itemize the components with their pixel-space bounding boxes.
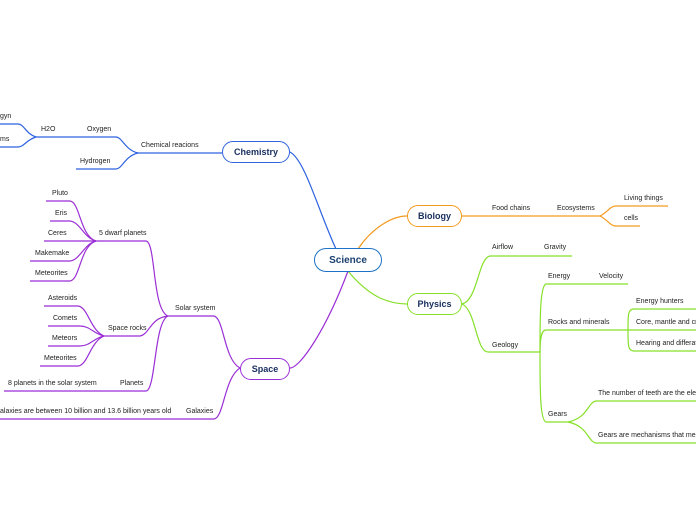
topic-physics-label: Physics xyxy=(417,299,452,309)
connector-physics-airflow xyxy=(461,255,516,305)
connector-spacerocks-meteorites xyxy=(40,335,105,367)
node-galaxies-age[interactable]: alaxies are between 10 billion and 13.6 … xyxy=(0,408,172,415)
connector-h2o-cut-top xyxy=(0,123,37,138)
node-planets[interactable]: Planets xyxy=(120,380,144,387)
central-topic[interactable]: Science xyxy=(314,248,382,272)
topic-space[interactable]: Space xyxy=(240,358,290,380)
node-airflow[interactable]: Airflow xyxy=(492,244,514,251)
node-gears-teeth[interactable]: The number of teeth are the elemen xyxy=(598,390,696,397)
node-meteors[interactable]: Meteors xyxy=(52,335,78,342)
connector-reactions-hydrogen xyxy=(76,152,139,170)
node-gears-mesh[interactable]: Gears are mechanisms that mesh t xyxy=(598,432,696,439)
connector-geology-rocks xyxy=(539,329,628,353)
connector-rocks-energyhunters xyxy=(627,308,696,331)
node-eris[interactable]: Eris xyxy=(55,210,68,217)
connector-science-space xyxy=(289,270,349,369)
node-comets[interactable]: Comets xyxy=(53,315,78,322)
connector-solar-dwarf xyxy=(96,240,169,317)
node-chemical-reactions[interactable]: Chemical reacions xyxy=(141,142,199,149)
connector-physics-geology xyxy=(461,303,540,353)
connector-ecosystems-cells xyxy=(599,215,640,227)
node-cut-bottom[interactable]: ms xyxy=(0,136,10,143)
topic-chemistry[interactable]: Chemistry xyxy=(222,141,290,163)
node-h2o[interactable]: H2O xyxy=(41,126,56,133)
node-ecosystems[interactable]: Ecosystems xyxy=(557,205,595,212)
connector-spacerocks-meteors xyxy=(48,335,105,347)
connector-reactions-oxygen xyxy=(80,136,139,154)
central-topic-label: Science xyxy=(329,254,367,266)
node-space-rocks[interactable]: Space rocks xyxy=(108,325,147,332)
node-energy[interactable]: Energy xyxy=(548,273,571,280)
connector-geology-gears xyxy=(539,351,568,423)
node-cells[interactable]: cells xyxy=(624,215,639,222)
node-meteorites-1[interactable]: Meteorites xyxy=(35,270,68,277)
connector-h2o-cut-bottom xyxy=(0,136,37,148)
node-gears[interactable]: Gears xyxy=(548,411,568,418)
connector-space-solar xyxy=(168,315,241,369)
connector-rocks-hearing xyxy=(627,329,696,352)
node-cut-top[interactable]: gyn xyxy=(0,113,12,120)
node-velocity[interactable]: Velocity xyxy=(599,273,624,280)
connector-dwarf-eris xyxy=(50,220,97,242)
node-core-mantle[interactable]: Core, mantle and crus xyxy=(636,319,696,326)
topic-biology[interactable]: Biology xyxy=(407,205,462,227)
connector-ecosystems-living xyxy=(599,205,668,217)
node-solar-system[interactable]: Solar system xyxy=(175,305,216,312)
node-pluto[interactable]: Pluto xyxy=(52,190,68,197)
connector-gears-teeth xyxy=(567,400,696,423)
connector-spacerocks-comets xyxy=(48,325,105,337)
node-asteroids[interactable]: Asteroids xyxy=(48,295,78,302)
connector-space-galaxies xyxy=(160,367,241,420)
node-geology[interactable]: Geology xyxy=(492,342,519,349)
connector-science-physics xyxy=(347,270,408,305)
connector-solar-planets xyxy=(112,315,169,392)
connector-dwarf-meteorites xyxy=(30,240,97,282)
topic-chemistry-label: Chemistry xyxy=(233,147,278,157)
node-hydrogen[interactable]: Hydrogen xyxy=(80,158,111,165)
topic-biology-label: Biology xyxy=(418,211,451,221)
node-ceres[interactable]: Ceres xyxy=(48,230,67,237)
topic-space-label: Space xyxy=(251,364,279,374)
node-dwarf-planets[interactable]: 5 dwarf planets xyxy=(99,230,147,237)
node-gravity[interactable]: Gravity xyxy=(544,244,567,251)
node-oxygen[interactable]: Oxygen xyxy=(87,126,112,133)
node-galaxies[interactable]: Galaxies xyxy=(186,408,214,415)
connector-spacerocks-asteroids xyxy=(44,305,105,337)
node-eight-planets[interactable]: 8 planets in the solar system xyxy=(8,380,97,387)
node-food-chains[interactable]: Food chains xyxy=(492,205,531,212)
connector-science-chemistry xyxy=(289,151,337,250)
node-energy-hunters[interactable]: Energy hunters xyxy=(636,298,684,305)
connector-gears-mesh xyxy=(567,421,696,444)
node-makemake[interactable]: Makemake xyxy=(35,250,70,257)
node-rocks-minerals[interactable]: Rocks and minerals xyxy=(548,319,610,326)
node-hearing[interactable]: Hearing and differatio xyxy=(636,340,696,347)
connector-solar-spacerocks xyxy=(104,315,169,337)
topic-physics[interactable]: Physics xyxy=(407,293,462,315)
connector-geology-energy xyxy=(539,283,572,353)
node-meteorites-2[interactable]: Meteorites xyxy=(44,355,77,362)
node-living-things[interactable]: Living things xyxy=(624,195,663,202)
connector-science-biology xyxy=(357,215,408,250)
